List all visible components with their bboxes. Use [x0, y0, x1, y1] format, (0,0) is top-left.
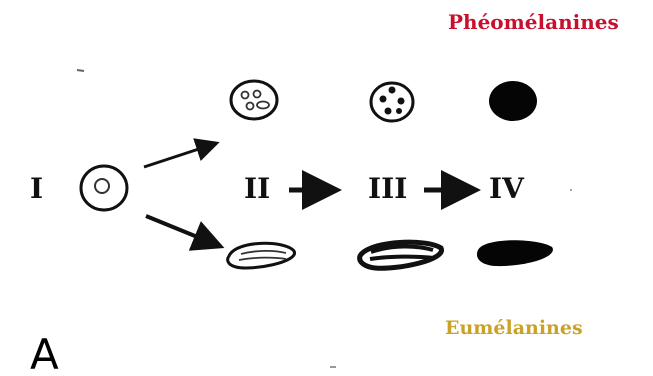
stage-ii-label: II	[244, 172, 271, 205]
panel-label: A	[30, 330, 59, 376]
eumelanines-title: Eumélanines	[445, 317, 583, 339]
pheomelanin-stage-ii	[229, 79, 279, 121]
arrow-to-eumelanines	[145, 214, 225, 251]
eumelanin-stage-iii	[357, 239, 444, 271]
stage-iii-label: III	[368, 172, 408, 205]
stage-iv-label: IV	[489, 172, 524, 205]
eumelanin-stage-ii	[226, 241, 296, 270]
stray-mark	[76, 69, 85, 72]
stage-i-label: I	[30, 172, 44, 205]
stage-i-melanosome	[79, 164, 129, 212]
pheomelanines-title: Phéomélanines	[448, 10, 619, 34]
arrow-to-pheomelanines	[143, 138, 220, 169]
eumelanin-stage-iv	[476, 240, 553, 267]
pheomelanin-stage-iii	[369, 81, 415, 123]
pheomelanin-stage-iv	[489, 81, 537, 121]
